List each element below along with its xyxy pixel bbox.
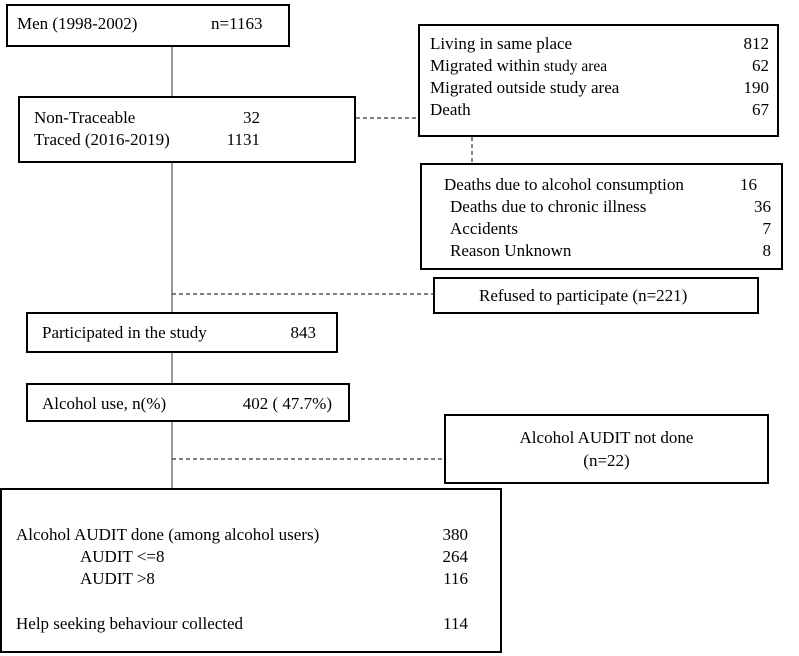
start-count: n=1163 xyxy=(211,14,263,33)
refused-box: Refused to participate (n=221) xyxy=(433,277,759,314)
participated-box: Participated in the study 843 xyxy=(26,312,338,353)
audit-done-row-value: 264 xyxy=(442,547,469,566)
alcohol-use-box: Alcohol use, n(%) 402 ( 47.7%) xyxy=(26,383,350,422)
deaths-row-value: 7 xyxy=(762,219,772,238)
audit-not-done-line2: (n=22) xyxy=(583,451,630,470)
audit-done-row-label: Help seeking behaviour collected xyxy=(16,614,244,633)
status-row-label: Living in same place xyxy=(430,34,573,53)
status-row-value: 62 xyxy=(752,56,769,75)
audit-done-row-label: Alcohol AUDIT done (among alcohol users) xyxy=(16,525,320,544)
audit-done-row-label: AUDIT >8 xyxy=(80,569,155,588)
audit-done-box: Alcohol AUDIT done (among alcohol users)… xyxy=(0,488,502,653)
deaths-row-label: Deaths due to chronic illness xyxy=(450,197,647,216)
participated-value: 843 xyxy=(290,323,317,342)
audit-not-done-line1: Alcohol AUDIT not done xyxy=(519,428,694,447)
trace-row-value: 32 xyxy=(243,108,260,127)
deaths-row-value: 8 xyxy=(762,241,772,260)
participated-label: Participated in the study xyxy=(42,323,207,342)
audit-done-row-label: AUDIT <=8 xyxy=(80,547,165,566)
alcohol-use-label: Alcohol use, n(%) xyxy=(42,394,167,413)
status-row-value: 812 xyxy=(743,34,770,53)
status-row-value: 67 xyxy=(752,100,769,119)
status-row-label: Migrated outside study area xyxy=(430,78,620,97)
status-box: Living in same place 812 Migrated within… xyxy=(418,24,779,137)
start-label: Men (1998-2002) xyxy=(17,14,138,33)
deaths-row-value: 16 xyxy=(740,175,757,194)
audit-done-row-value: 380 xyxy=(442,525,469,544)
deaths-row-label: Accidents xyxy=(450,219,518,238)
trace-row-label: Non-Traceable xyxy=(34,108,136,127)
deaths-row-value: 36 xyxy=(754,197,771,216)
status-row-label: Death xyxy=(430,100,471,119)
status-label-small: study area xyxy=(540,58,608,75)
deaths-box: Deaths due to alcohol consumption 16 Dea… xyxy=(420,163,783,270)
start-box: Men (1998-2002) n=1163 xyxy=(6,4,290,47)
trace-row-value: 1131 xyxy=(226,130,260,149)
status-row-label: Migrated within study area xyxy=(430,56,607,77)
status-row-value: 190 xyxy=(743,78,770,97)
audit-done-row-value: 114 xyxy=(443,614,468,633)
trace-row-label: Traced (2016-2019) xyxy=(34,130,170,149)
deaths-row-label: Reason Unknown xyxy=(450,241,572,260)
audit-done-row-value: 116 xyxy=(443,569,468,588)
status-label-main: Migrated within xyxy=(430,56,541,75)
refused-label: Refused to participate (n=221) xyxy=(479,286,688,305)
audit-not-done-box: Alcohol AUDIT not done (n=22) xyxy=(444,414,769,484)
alcohol-use-value: 402 ( 47.7%) xyxy=(242,394,332,413)
trace-box: Non-Traceable 32 Traced (2016-2019) 1131 xyxy=(18,96,356,163)
deaths-row-label: Deaths due to alcohol consumption xyxy=(444,175,684,194)
